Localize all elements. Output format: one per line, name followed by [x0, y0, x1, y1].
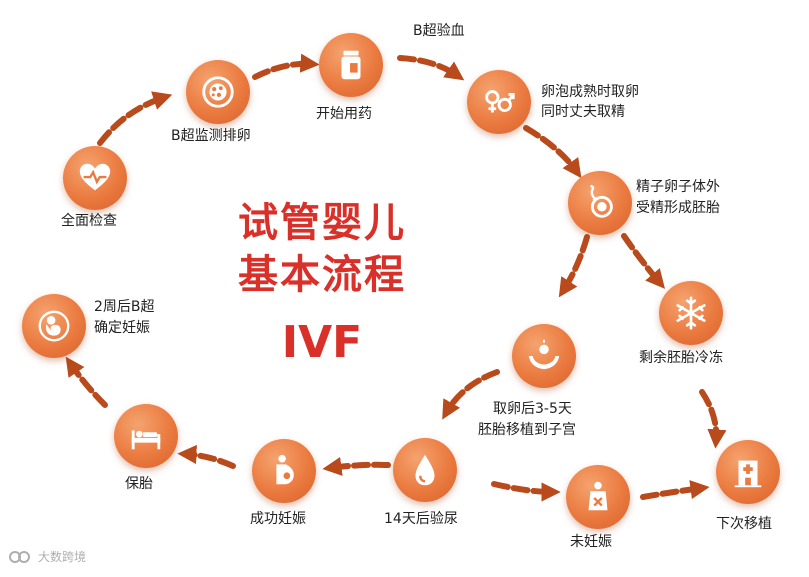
not-pregnant-icon: [566, 465, 630, 529]
arrow-check-to-monitor: [97, 91, 173, 146]
drop-icon: [393, 438, 457, 502]
arrow-freeze-to-next: [699, 389, 727, 449]
step-pregnant-label: 成功妊娠: [250, 511, 306, 527]
bed-rest-icon: [114, 404, 178, 468]
hospital-icon: [716, 440, 780, 504]
heart-pulse-icon: [63, 146, 127, 210]
step-confirm-pregnancy-label-1: 2周后B超: [94, 299, 155, 315]
pregnant-icon: [252, 439, 316, 503]
watermark-text: 大数跨境: [38, 550, 87, 564]
arrow-retrieval-to-fertilization: [523, 125, 582, 179]
arrow-protect-to-confirm: [65, 356, 108, 408]
arrow-test-to-pregnant: [322, 456, 391, 476]
arrow-test-to-notpregnant: [491, 481, 561, 502]
step-ultrasound-monitor-label: B超监测排卵: [171, 128, 251, 144]
watermark: 大数跨境: [8, 548, 86, 565]
arrow-medication-to-blood: [397, 55, 465, 81]
step-embryo-transfer-label-2: 胚胎移植到子宫: [478, 422, 576, 438]
step-egg-retrieval-label-1: 卵泡成熟时取卵: [541, 84, 639, 100]
step-urine-test-label: 14天后验尿: [384, 511, 458, 527]
step-freeze-embryo-label: 剩余胚胎冷冻: [639, 350, 723, 366]
hands-transfer-icon: [512, 324, 576, 388]
step-egg-retrieval-label-2: 同时丈夫取精: [541, 104, 625, 120]
ultrasound-icon: [186, 60, 250, 124]
step-not-pregnant-label: 未妊娠: [570, 534, 612, 550]
diagram-title-line1: 试管婴儿: [238, 200, 406, 246]
sperm-egg-icon: [568, 171, 632, 235]
arrow-fertilization-to-freeze: [621, 233, 665, 289]
step-ultrasound-blood-label: B超验血: [413, 23, 465, 39]
step-start-medication-label: 开始用药: [316, 106, 372, 122]
step-embryo-transfer-label-1: 取卵后3-5天: [493, 401, 572, 417]
arrow-monitor-to-medication: [252, 53, 320, 80]
arrow-transfer-to-test: [442, 369, 500, 420]
step-confirm-pregnancy-label-2: 确定妊娠: [94, 320, 150, 336]
step-fertilization-label-2: 受精形成胚胎: [636, 200, 720, 216]
step-full-check-label: 全面检查: [61, 213, 117, 229]
watermark-logo-icon: [9, 550, 30, 563]
step-fertilization-label-1: 精子卵子体外: [636, 179, 720, 195]
arrow-notpregnant-to-next: [640, 480, 710, 500]
fetus-icon: [22, 294, 86, 358]
arrow-fertilization-to-transfer: [558, 234, 590, 298]
diagram-title-line2: 基本流程: [238, 252, 406, 298]
diagram-title-ivf: IVF: [281, 317, 363, 368]
medicine-bottle-icon: [319, 33, 383, 97]
step-protect-pregnancy-label: 保胎: [125, 476, 153, 492]
arrow-pregnant-to-protect: [177, 444, 236, 469]
gender-symbols-icon: [467, 70, 531, 134]
step-next-transfer-label: 下次移植: [716, 516, 772, 532]
snowflake-icon: [659, 281, 723, 345]
